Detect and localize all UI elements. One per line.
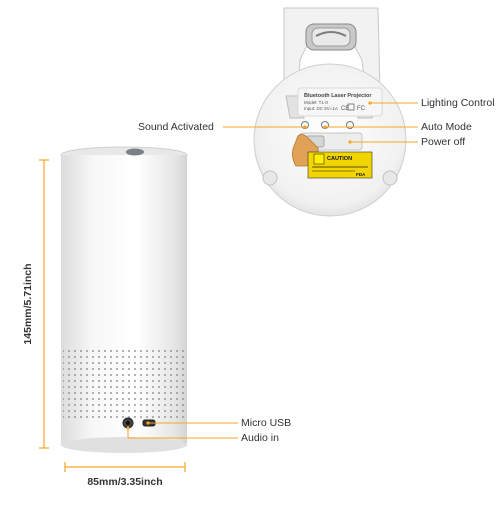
projector-body <box>60 146 188 453</box>
speaker-grille <box>63 350 185 420</box>
callout-dots-bottom <box>126 421 150 430</box>
device-model: Model: T1-0 <box>304 100 328 105</box>
label-sound-activated: Sound Activated <box>138 121 214 133</box>
svg-text:FC: FC <box>357 106 366 112</box>
compliance-marks: FC CE <box>341 103 366 112</box>
lens <box>126 148 144 156</box>
fda-mark: FDA <box>356 172 366 177</box>
label-auto-mode: Auto Mode <box>421 121 472 133</box>
model-label <box>297 87 383 117</box>
foot <box>262 170 278 186</box>
label-micro-usb: Micro USB <box>241 417 292 429</box>
height-label: 145mm/5.71inch <box>22 263 34 345</box>
callout-dots-top <box>303 101 372 144</box>
callout-lines-top <box>223 102 418 143</box>
label-power-off: Power off <box>421 136 466 148</box>
caution-text: CAUTION <box>327 156 352 162</box>
lighting-icon <box>346 121 354 129</box>
height-dimension-line <box>39 159 49 449</box>
width-dimension-line <box>64 462 186 472</box>
device-input: Input: DC 5V=1A <box>304 106 338 111</box>
foot <box>382 170 398 186</box>
hinge-knob <box>305 23 357 51</box>
callout-lines-bottom <box>127 422 238 439</box>
label-lighting-control: Lighting Control <box>421 97 495 109</box>
device-title: Bluetooth Laser Projector <box>304 93 372 99</box>
label-audio-in: Audio in <box>241 432 279 444</box>
width-label: 85mm/3.35inch <box>87 476 163 488</box>
projector-underside: Bluetooth Laser Projector Model: T1-0 In… <box>253 7 407 217</box>
svg-text:CE: CE <box>341 106 349 112</box>
